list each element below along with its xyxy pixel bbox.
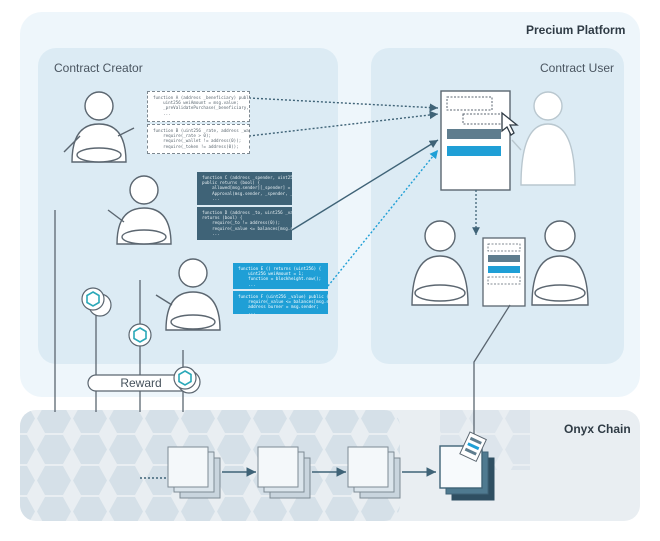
chain-title: Onyx Chain <box>564 422 631 436</box>
platform-title: Precium Platform <box>526 23 626 37</box>
person-icon <box>531 220 589 306</box>
person-icon <box>155 258 221 331</box>
document-icon <box>440 90 511 191</box>
person-icon <box>107 175 172 245</box>
code-snippet-d: function D (address _to, uint256 _value)… <box>197 207 292 240</box>
token-coin-icon <box>128 323 152 347</box>
user-panel-title: Contract User <box>540 61 615 75</box>
code-snippet-a: function A (address _beneficiary) public… <box>147 91 250 122</box>
blockchain-block-icon <box>167 446 221 499</box>
person-icon <box>411 220 469 306</box>
blockchain-block-icon <box>257 446 311 499</box>
code-snippet-c: function C (address _spender, uint256 _v… <box>197 172 292 205</box>
reward-label: Reward <box>120 376 162 390</box>
doc-to-chain-line <box>473 304 511 440</box>
person-icon <box>63 91 135 163</box>
token-coin-icon <box>173 366 201 394</box>
blockchain-block-icon <box>347 446 401 499</box>
code-snippet-e: function E () returns (uint256) { uint25… <box>233 263 328 289</box>
code-a-arrow <box>248 97 439 112</box>
code-snippet-b: function B (uint256 _rate, address _wall… <box>147 124 250 154</box>
person-icon <box>511 91 576 186</box>
document-icon <box>482 237 526 307</box>
cursor-icon <box>501 111 519 136</box>
blockchain-block-icon <box>439 431 495 501</box>
code-e-arrow <box>327 149 439 287</box>
creator-panel-title: Contract Creator <box>54 61 143 75</box>
code-d-arrow <box>291 139 439 231</box>
code-snippet-f: function F (uint256 _value) public { req… <box>233 291 328 314</box>
token-coin-icon <box>81 287 112 317</box>
